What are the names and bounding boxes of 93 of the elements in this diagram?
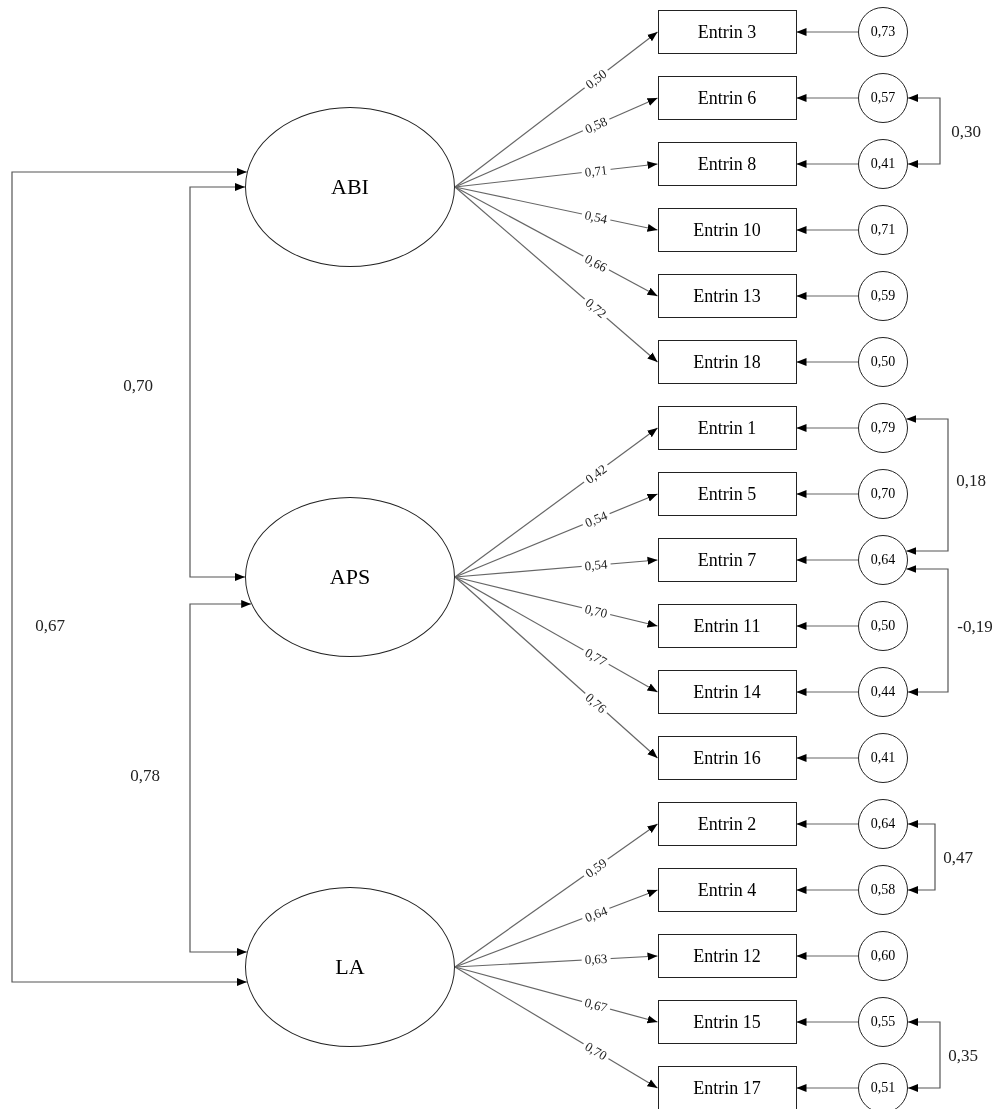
- node-label: Entrin 4: [697, 881, 757, 899]
- double-headed-arrow: [907, 820, 936, 894]
- arrow: [795, 424, 859, 432]
- node-label: Entrin 15: [693, 1013, 761, 1031]
- node-label: 0,60: [870, 949, 896, 963]
- arrow: [795, 820, 859, 828]
- arrow: [795, 688, 859, 696]
- arrow: [795, 160, 859, 168]
- indicator-box: [657, 472, 797, 516]
- arrow: [795, 358, 859, 366]
- node-label: 0,57: [870, 91, 896, 105]
- indicator-box: [657, 1066, 797, 1109]
- arrow: [795, 754, 859, 762]
- arrow: [795, 94, 859, 102]
- arrow: [795, 490, 859, 498]
- node-label: 0,44: [870, 685, 896, 699]
- indicator-box: [657, 274, 797, 318]
- node-label: Entrin 13: [693, 287, 761, 305]
- node-label: 0,70: [870, 487, 896, 501]
- node-label: 0,64: [870, 553, 896, 567]
- arrow: [795, 1084, 859, 1092]
- arrow: [795, 886, 859, 894]
- indicator-box: [657, 670, 797, 714]
- arrow: [795, 1018, 859, 1026]
- node-label: LA: [335, 956, 365, 978]
- indicator-box: [657, 406, 797, 450]
- indicator-box: [657, 76, 797, 120]
- indicator-box: [657, 208, 797, 252]
- arrow: [795, 226, 859, 234]
- edge-label: -0,19: [957, 617, 993, 635]
- node-label: Entrin 16: [693, 749, 761, 767]
- indicator-box: [657, 538, 797, 582]
- arrow: [795, 952, 859, 960]
- edge-label: 0,35: [948, 1046, 978, 1064]
- edge-label: 0,30: [951, 122, 981, 140]
- arrow: [454, 576, 659, 759]
- node-label: 0,51: [870, 1081, 896, 1095]
- indicator-box: [657, 10, 797, 54]
- node-label: ABI: [331, 176, 369, 198]
- double-headed-arrow: [11, 168, 248, 986]
- node-label: Entrin 6: [697, 89, 757, 107]
- double-headed-arrow: [189, 600, 252, 956]
- arrow: [795, 556, 859, 564]
- node-label: Entrin 2: [697, 815, 757, 833]
- node-label: Entrin 7: [697, 551, 757, 569]
- indicator-box: [657, 1000, 797, 1044]
- node-label: 0,55: [870, 1015, 896, 1029]
- arrow: [795, 292, 859, 300]
- node-label: 0,50: [870, 355, 896, 369]
- node-label: 0,59: [870, 289, 896, 303]
- double-headed-arrow: [907, 94, 941, 168]
- arrow: [454, 576, 659, 693]
- node-label: Entrin 1: [697, 419, 757, 437]
- node-label: Entrin 14: [693, 683, 761, 701]
- node-label: Entrin 12: [693, 947, 761, 965]
- indicator-box: [657, 340, 797, 384]
- node-label: APS: [329, 566, 371, 588]
- double-headed-arrow: [907, 1018, 941, 1092]
- indicator-box: [657, 604, 797, 648]
- edge-label: 0,63: [580, 952, 611, 967]
- edge-label: 0,18: [956, 471, 986, 489]
- node-label: 0,64: [870, 817, 896, 831]
- node-label: Entrin 3: [697, 23, 757, 41]
- node-label: Entrin 5: [697, 485, 757, 503]
- arrow: [454, 823, 659, 968]
- indicator-box: [657, 934, 797, 978]
- edge-label: 0,54: [580, 557, 611, 573]
- node-label: Entrin 8: [697, 155, 757, 173]
- indicator-box: [657, 736, 797, 780]
- node-label: 0,58: [870, 883, 896, 897]
- node-label: Entrin 17: [693, 1079, 761, 1097]
- node-label: 0,79: [870, 421, 896, 435]
- node-label: Entrin 11: [693, 617, 761, 635]
- indicator-box: [657, 802, 797, 846]
- indicator-box: [657, 868, 797, 912]
- node-label: Entrin 18: [693, 353, 761, 371]
- arrow: [454, 31, 659, 188]
- node-label: 0,73: [870, 25, 896, 39]
- edge-label: 0,70: [123, 376, 153, 394]
- node-label: Entrin 10: [693, 221, 761, 239]
- arrow: [795, 622, 859, 630]
- node-label: 0,41: [870, 157, 896, 171]
- arrow: [454, 186, 659, 363]
- edge-label: 0,67: [35, 616, 65, 634]
- indicator-box: [657, 142, 797, 186]
- edge-label: 0,47: [943, 848, 973, 866]
- double-headed-arrow: [189, 183, 246, 581]
- node-label: 0,50: [870, 619, 896, 633]
- arrow: [795, 28, 859, 36]
- edge-label: 0,78: [130, 766, 160, 784]
- arrow: [454, 427, 659, 578]
- node-label: 0,71: [870, 223, 896, 237]
- node-label: 0,41: [870, 751, 896, 765]
